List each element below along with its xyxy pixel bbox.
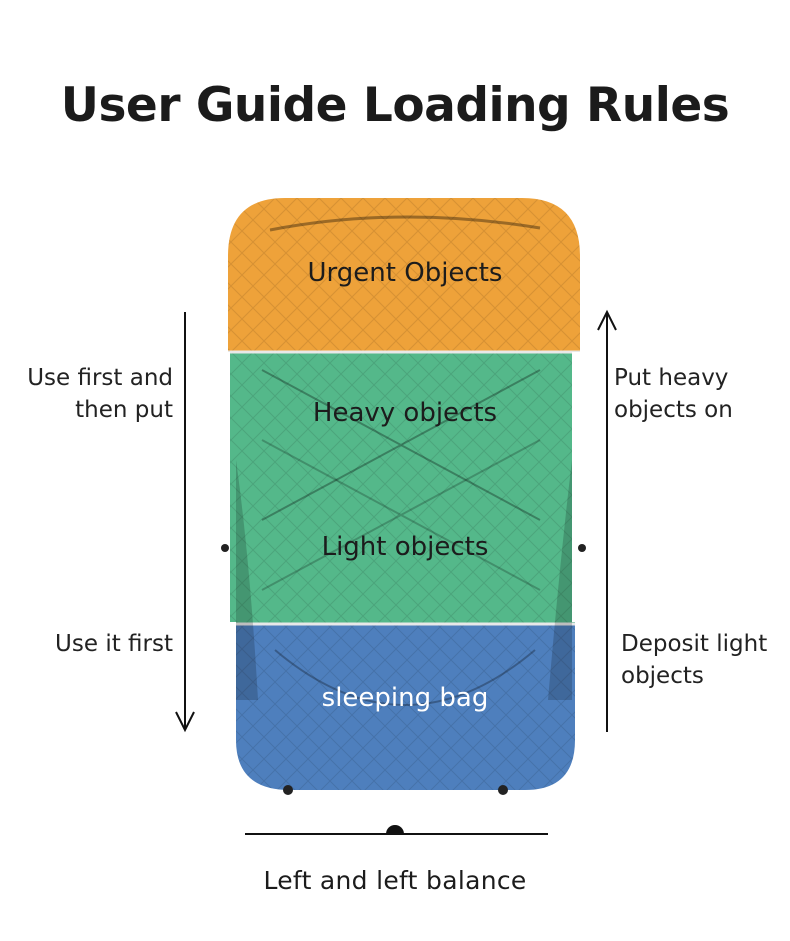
page-title: User Guide Loading Rules: [60, 78, 730, 133]
left-arrow-down: [175, 312, 195, 733]
zone-label-light: Light objects: [321, 532, 489, 562]
balance-indicator: [245, 825, 548, 835]
right-arrow-up: [597, 309, 617, 732]
left-bottom-annotation: Use it first: [55, 631, 173, 657]
buckle-details: [221, 544, 586, 795]
balance-label: Left and left balance: [263, 866, 527, 895]
backpack-silhouette: [228, 198, 580, 790]
zone-label-sleeping-bag: sleeping bag: [321, 683, 489, 713]
zone-label-urgent: Urgent Objects: [307, 258, 503, 288]
zone-label-heavy: Heavy objects: [312, 398, 498, 428]
